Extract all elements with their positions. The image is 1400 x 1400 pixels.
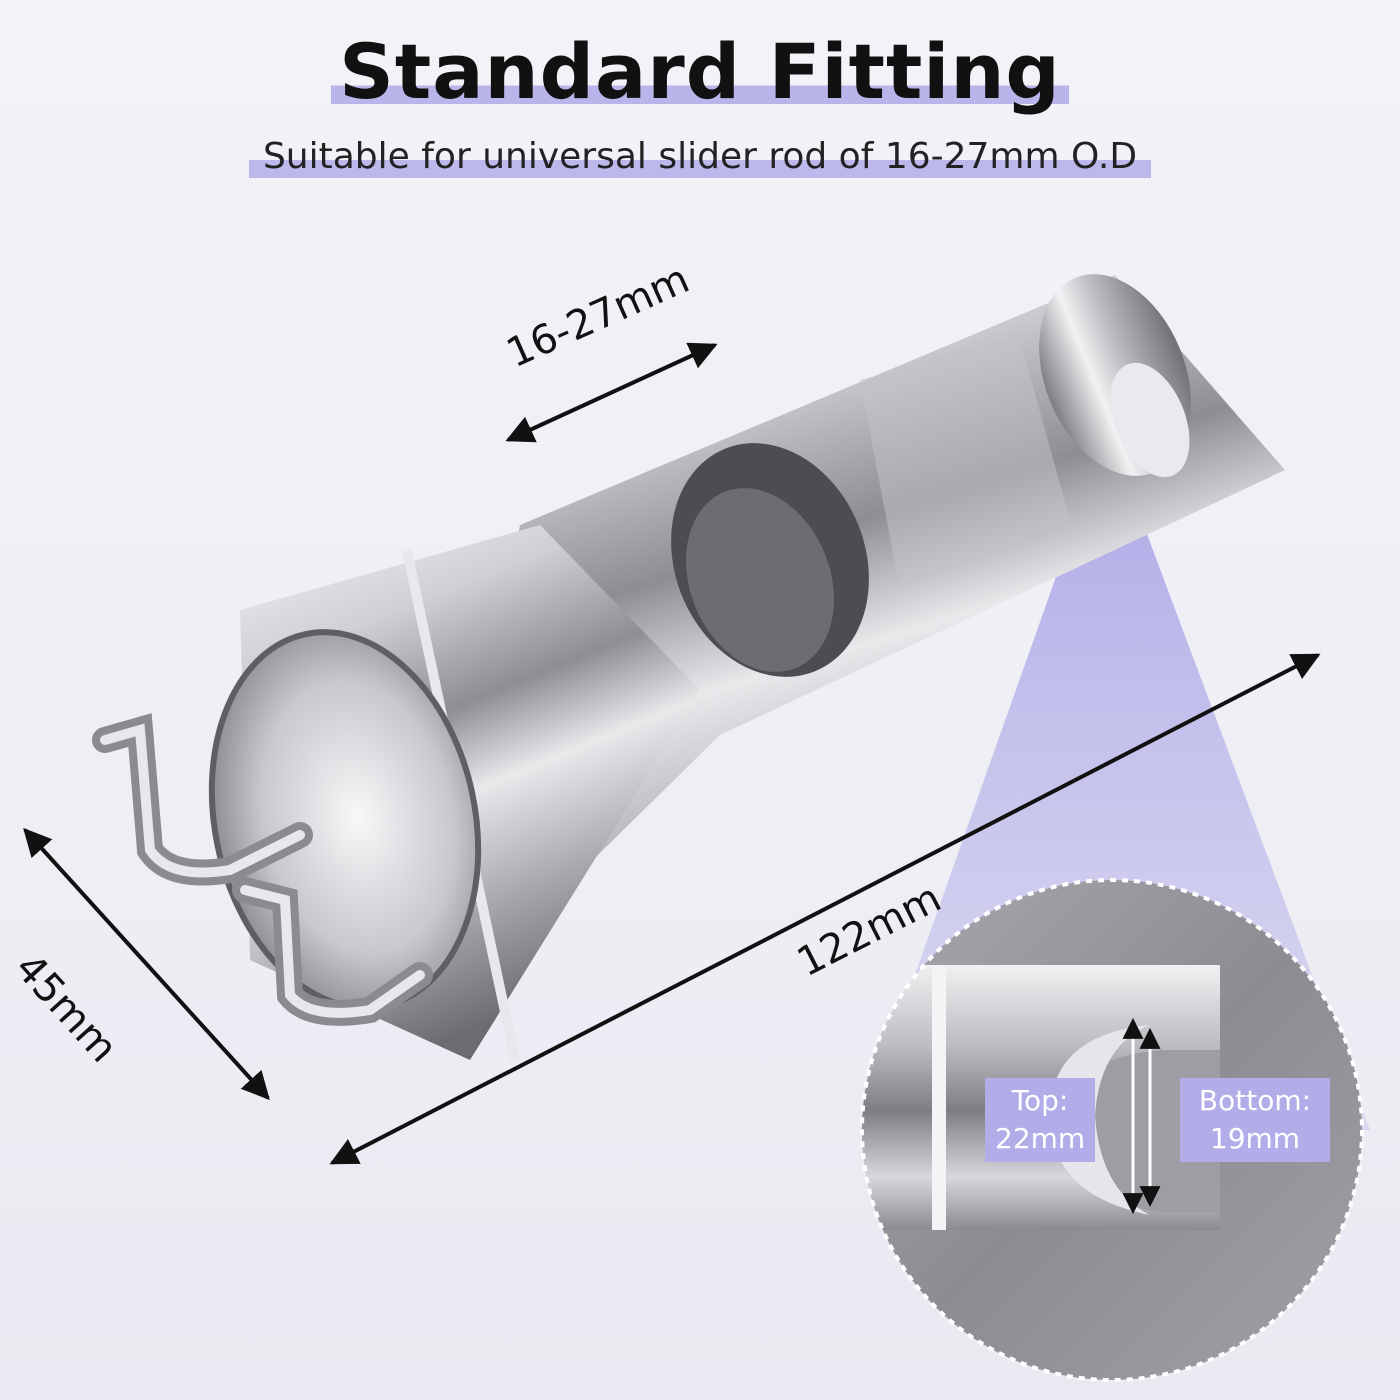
- page-title: Standard Fitting: [331, 30, 1069, 114]
- top-size-label: Top:: [1011, 1084, 1069, 1117]
- top-size-tag: Top: 22mm: [985, 1078, 1095, 1162]
- bottom-size-tag: Bottom: 19mm: [1180, 1078, 1330, 1162]
- zoom-detail: [860, 878, 1364, 1382]
- bottom-size-value: 19mm: [1209, 1122, 1301, 1155]
- page-subtitle: Suitable for universal slider rod of 16-…: [248, 135, 1152, 179]
- length-arrow: [329, 653, 1321, 1165]
- top-size-value: 22mm: [995, 1122, 1086, 1155]
- width-arrow: [23, 827, 270, 1101]
- bottom-size-label: Bottom:: [1198, 1084, 1312, 1117]
- rod-range-arrow: [505, 342, 718, 443]
